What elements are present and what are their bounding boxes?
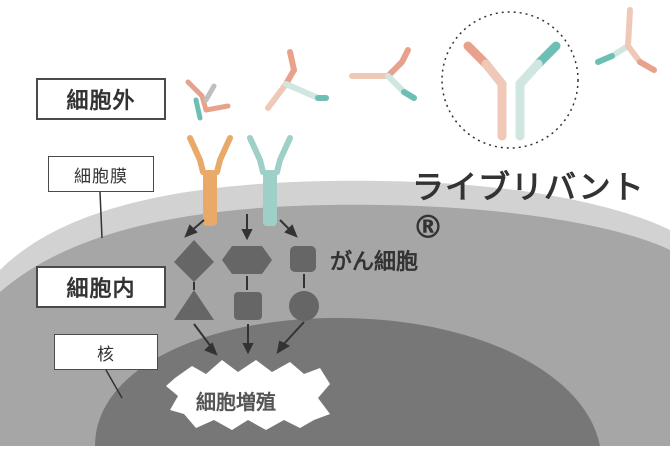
label-nucleus: 核 <box>54 334 158 370</box>
triangle-shape <box>174 290 214 320</box>
label-membrane: 細胞膜 <box>48 156 154 192</box>
label-inside: 細胞内 <box>36 266 166 308</box>
hexagon-shape <box>222 246 272 274</box>
cancer-cell-label: がん細胞 <box>330 250 419 275</box>
receptor-orange <box>187 135 233 226</box>
proliferation-label: 細胞増殖 <box>196 390 276 414</box>
label-outside: 細胞外 <box>36 78 166 120</box>
circle-shape <box>289 291 319 321</box>
antibody-1 <box>185 79 231 121</box>
antibody-2 <box>265 49 329 111</box>
signal-arrows <box>184 214 305 356</box>
rounded-square-shape <box>290 246 316 272</box>
antibody-5 <box>595 7 657 73</box>
antibody-highlight-circle <box>441 11 579 149</box>
proliferation-burst <box>166 360 330 430</box>
antibody-3 <box>349 47 417 101</box>
antibody-large <box>463 41 561 141</box>
drug-name: ライブリバント® <box>412 168 645 246</box>
receptor-teal <box>247 135 293 226</box>
diamond-shape <box>174 240 214 282</box>
signal-shapes <box>174 240 319 321</box>
square-shape <box>234 292 262 320</box>
